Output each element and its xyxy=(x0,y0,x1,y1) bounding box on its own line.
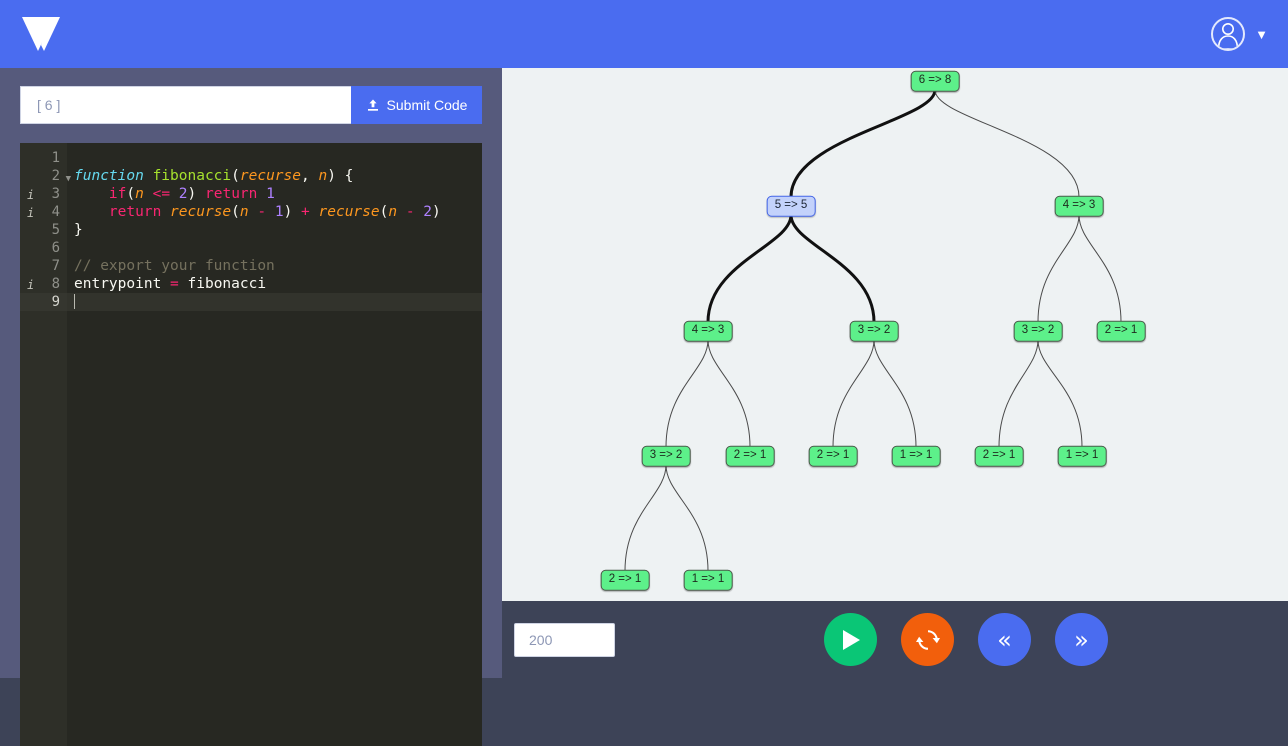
play-icon xyxy=(842,629,860,650)
gutter-line-2[interactable]: ▼2 xyxy=(20,167,71,185)
tree-node-label[interactable]: 2 => 1 xyxy=(1096,320,1146,342)
tree-node[interactable]: 1 => 1 xyxy=(683,569,733,591)
code-line-3[interactable]: if(n <= 2) return 1 xyxy=(108,186,275,202)
tree-node[interactable]: 3 => 2 xyxy=(641,445,691,467)
submit-code-button[interactable]: Submit Code xyxy=(351,86,482,124)
recursion-tree-edges xyxy=(624,89,1122,572)
tree-node-label[interactable]: 5 => 5 xyxy=(766,195,816,217)
tree-node-label[interactable]: 1 => 1 xyxy=(891,445,941,467)
double-chevron-right-icon: » xyxy=(1074,625,1089,654)
tree-node-label[interactable]: 6 => 8 xyxy=(910,70,960,92)
code-line-9[interactable] xyxy=(67,293,482,311)
chevron-down-icon[interactable]: ▼ xyxy=(1255,26,1268,42)
tree-node[interactable]: 4 => 3 xyxy=(683,320,733,342)
submit-code-label: Submit Code xyxy=(386,97,468,113)
user-menu[interactable]: ▼ xyxy=(1211,17,1268,51)
tree-edge xyxy=(624,464,667,572)
gutter-line-7[interactable]: 7 xyxy=(51,258,60,274)
gutter-line-1[interactable]: 1 xyxy=(51,150,60,166)
double-chevron-left-icon: « xyxy=(997,625,1012,654)
tree-edge xyxy=(706,214,793,323)
tree-node-label[interactable]: 3 => 2 xyxy=(1013,320,1063,342)
info-marker-icon[interactable]: i xyxy=(27,188,35,202)
tree-edge xyxy=(873,339,917,448)
tree-node[interactable]: 2 => 1 xyxy=(1096,320,1146,342)
code-line-7[interactable]: // export your function xyxy=(74,258,275,274)
tree-edge xyxy=(789,214,876,323)
avatar[interactable] xyxy=(1211,17,1246,51)
tree-edge xyxy=(707,339,751,448)
tree-edge xyxy=(998,339,1039,448)
tree-edge xyxy=(665,339,709,448)
animation-speed-input[interactable] xyxy=(514,622,615,657)
tree-node-label[interactable]: 1 => 1 xyxy=(683,569,733,591)
code-line-6[interactable] xyxy=(74,239,482,257)
tree-node[interactable]: 2 => 1 xyxy=(974,445,1024,467)
tree-node[interactable]: 3 => 2 xyxy=(849,320,899,342)
reset-button[interactable] xyxy=(901,613,954,666)
tree-node[interactable]: 2 => 1 xyxy=(600,569,650,591)
code-line-4[interactable]: return recurse(n - 1) + recurse(n - 2) xyxy=(108,204,441,220)
code-line-1[interactable] xyxy=(74,149,482,167)
tree-node[interactable]: 6 => 8 xyxy=(910,70,960,92)
algorithm-visualizer-logo[interactable] xyxy=(20,13,66,55)
tree-node[interactable]: 2 => 1 xyxy=(808,445,858,467)
tree-edge xyxy=(789,89,937,198)
tree-edge xyxy=(1078,214,1122,323)
upload-icon xyxy=(367,99,378,111)
tree-edge xyxy=(665,464,709,572)
tree-node-label[interactable]: 2 => 1 xyxy=(808,445,858,467)
tree-edge xyxy=(832,339,875,448)
code-line-2[interactable]: function fibonacci(recurse, n) { xyxy=(74,168,354,184)
text-caret xyxy=(74,294,75,309)
tree-node-label[interactable]: 2 => 1 xyxy=(974,445,1024,467)
gutter-line-9[interactable]: 9 xyxy=(20,293,67,311)
tree-node[interactable]: 5 => 5 xyxy=(766,195,816,217)
tree-node-label[interactable]: 4 => 3 xyxy=(1054,195,1104,217)
submit-row: Submit Code xyxy=(20,86,482,124)
user-avatar-icon xyxy=(1217,23,1239,49)
gutter-line-5[interactable]: 5 xyxy=(51,222,60,238)
refresh-icon xyxy=(915,629,940,650)
info-marker-icon[interactable]: i xyxy=(27,278,35,292)
tree-node-label[interactable]: 3 => 2 xyxy=(849,320,899,342)
tree-node[interactable]: 3 => 2 xyxy=(1013,320,1063,342)
info-marker-icon[interactable]: i xyxy=(27,206,35,220)
fold-arrow-icon[interactable]: ▼ xyxy=(65,174,71,184)
play-button[interactable] xyxy=(824,613,877,666)
step-forward-button[interactable]: » xyxy=(1055,613,1108,666)
tree-node[interactable]: 1 => 1 xyxy=(891,445,941,467)
tree-node-label[interactable]: 3 => 2 xyxy=(641,445,691,467)
step-back-button[interactable]: « xyxy=(978,613,1031,666)
gutter-line-6[interactable]: 6 xyxy=(51,240,60,256)
tree-node[interactable]: 4 => 3 xyxy=(1054,195,1104,217)
code-panel: Submit Code 1▼2i3 i4 5 6 7 i89 function fibon… xyxy=(0,68,502,746)
editor-content[interactable]: function fibonacci(recurse, n) { if(n <=… xyxy=(67,143,482,746)
app-header: ▼ xyxy=(0,0,1288,68)
tree-node-label[interactable]: 1 => 1 xyxy=(1057,445,1107,467)
tree-edge xyxy=(1037,339,1083,448)
tree-node-label[interactable]: 4 => 3 xyxy=(683,320,733,342)
playback-button-row: « » xyxy=(824,613,1108,666)
playback-controls-bar: « » xyxy=(502,601,1288,678)
code-line-5[interactable]: } xyxy=(74,222,83,238)
tree-node-label[interactable]: 2 => 1 xyxy=(600,569,650,591)
tree-edge xyxy=(1037,214,1080,323)
tree-edge xyxy=(934,89,1080,198)
function-argument-input[interactable] xyxy=(20,86,351,124)
tree-node-label[interactable]: 2 => 1 xyxy=(725,445,775,467)
recursion-tree-canvas[interactable]: 6 => 8 5 => 5 4 => 3 4 => 3 3 => 2 3 => 2 2 =>… xyxy=(502,68,1288,601)
tree-node[interactable]: 1 => 1 xyxy=(1057,445,1107,467)
code-line-8[interactable]: entrypoint = fibonacci xyxy=(74,276,267,292)
tree-node[interactable]: 2 => 1 xyxy=(725,445,775,467)
